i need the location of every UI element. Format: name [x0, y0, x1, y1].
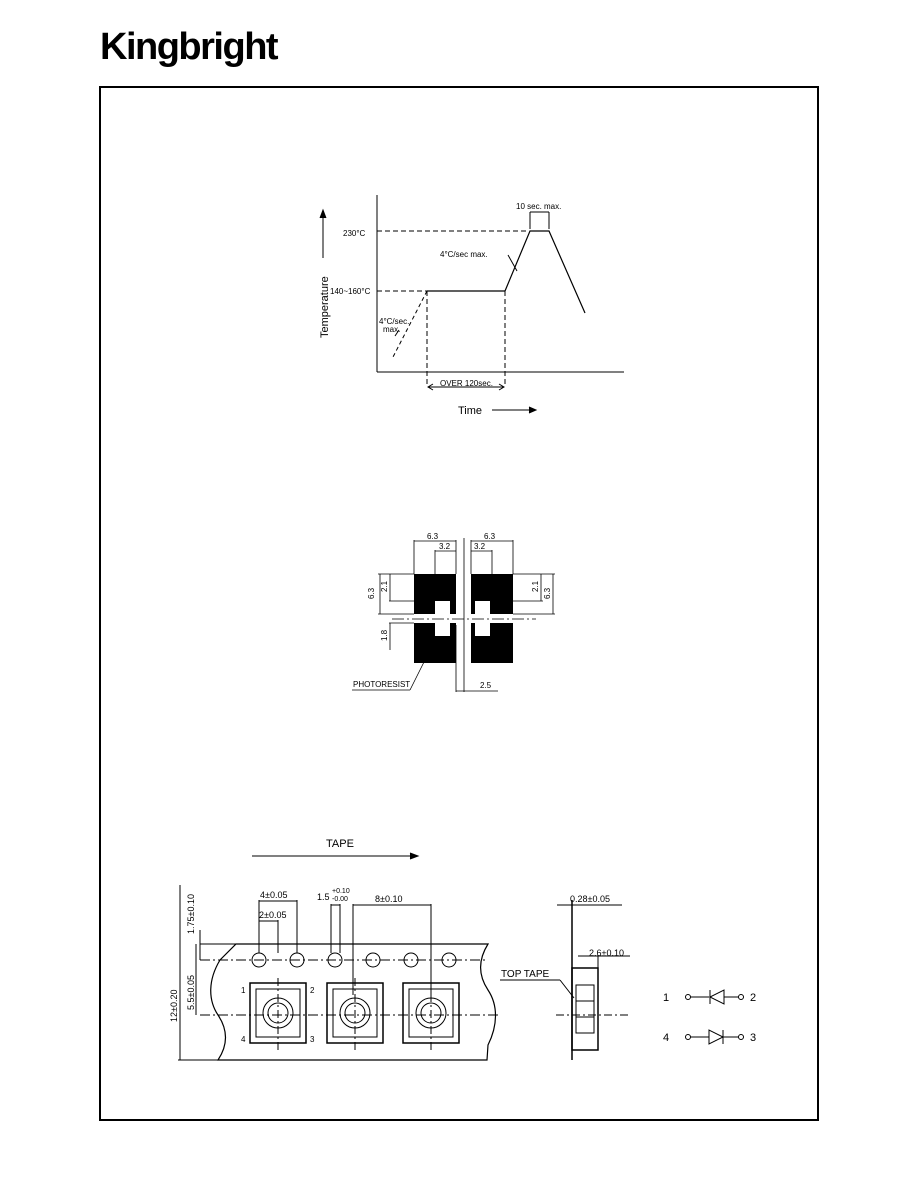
pad-dim-height-right: 6.3 — [543, 587, 552, 599]
tape-dim-depth: 2.6±0.10 — [589, 948, 624, 958]
tape-dim-pocket-pitch: 8±0.10 — [375, 894, 402, 904]
pad-layout-diagram — [352, 538, 555, 692]
preheat-duration-label: OVER 120sec. — [440, 379, 493, 388]
schematic-pin-1: 1 — [663, 992, 669, 1004]
diode-schematic — [685, 989, 744, 1045]
tape-dim-hole-tol-plus: +0.10 — [332, 888, 350, 895]
pad-dim-spacing: 2.5 — [480, 681, 492, 690]
pad-dim-width-right: 6.3 — [484, 532, 496, 541]
time-axis-label: Time — [458, 405, 482, 417]
tape-dim-thickness: 0.28±0.05 — [570, 894, 610, 904]
tape-dim-edge: 1.75±0.10 — [186, 894, 196, 934]
top-tape-label: TOP TAPE — [501, 969, 549, 980]
pocket-pin-4: 4 — [241, 1035, 246, 1044]
content-frame — [99, 86, 819, 1121]
tape-diagram — [178, 852, 630, 1061]
peak-duration-label: 10 sec. max. — [516, 202, 561, 211]
pocket-pin-3: 3 — [310, 1035, 315, 1044]
pad-dim-height-left: 6.3 — [367, 587, 376, 599]
pad-dim-gap: 1.8 — [380, 629, 389, 641]
schematic-pin-3: 3 — [750, 1032, 756, 1044]
reflow-profile-chart — [319, 195, 624, 414]
photoresist-label: PHOTORESIST — [353, 680, 410, 689]
pad-dim-upper-right: 2.1 — [531, 580, 540, 592]
pocket-pin-1: 1 — [241, 986, 246, 995]
temp-preheat-label: 140~160°C — [330, 287, 371, 296]
tape-title: TAPE — [326, 838, 354, 850]
tape-dim-center: 5.5±0.05 — [186, 975, 196, 1010]
pocket-pin-2: 2 — [310, 986, 315, 995]
schematic-pin-2: 2 — [750, 992, 756, 1004]
ramp-preheat-label-2: max. — [383, 325, 400, 334]
tape-dim-hole-tol-minus: -0.00 — [332, 896, 348, 903]
pad-dim-upper-left: 2.1 — [380, 580, 389, 592]
temperature-axis-label: Temperature — [319, 276, 331, 338]
pad-dim-width-left: 6.3 — [427, 532, 439, 541]
pad-dim-inner-left: 3.2 — [439, 542, 451, 551]
tape-dim-half-pitch: 2±0.05 — [259, 910, 286, 920]
schematic-pin-4: 4 — [663, 1032, 669, 1044]
tape-dim-pitch-hole: 4±0.05 — [260, 890, 287, 900]
kingbright-logo: Kingbright — [100, 26, 279, 68]
temp-peak-label: 230°C — [343, 229, 366, 238]
tape-dim-hole-base: 1.5 — [317, 892, 330, 902]
tape-dim-width: 12±0.20 — [169, 990, 179, 1022]
ramp-preheat-label-1: 4°C/sec. — [379, 317, 409, 326]
ramp-up-label: 4°C/sec max. — [440, 250, 488, 259]
pad-dim-inner-right: 3.2 — [474, 542, 486, 551]
